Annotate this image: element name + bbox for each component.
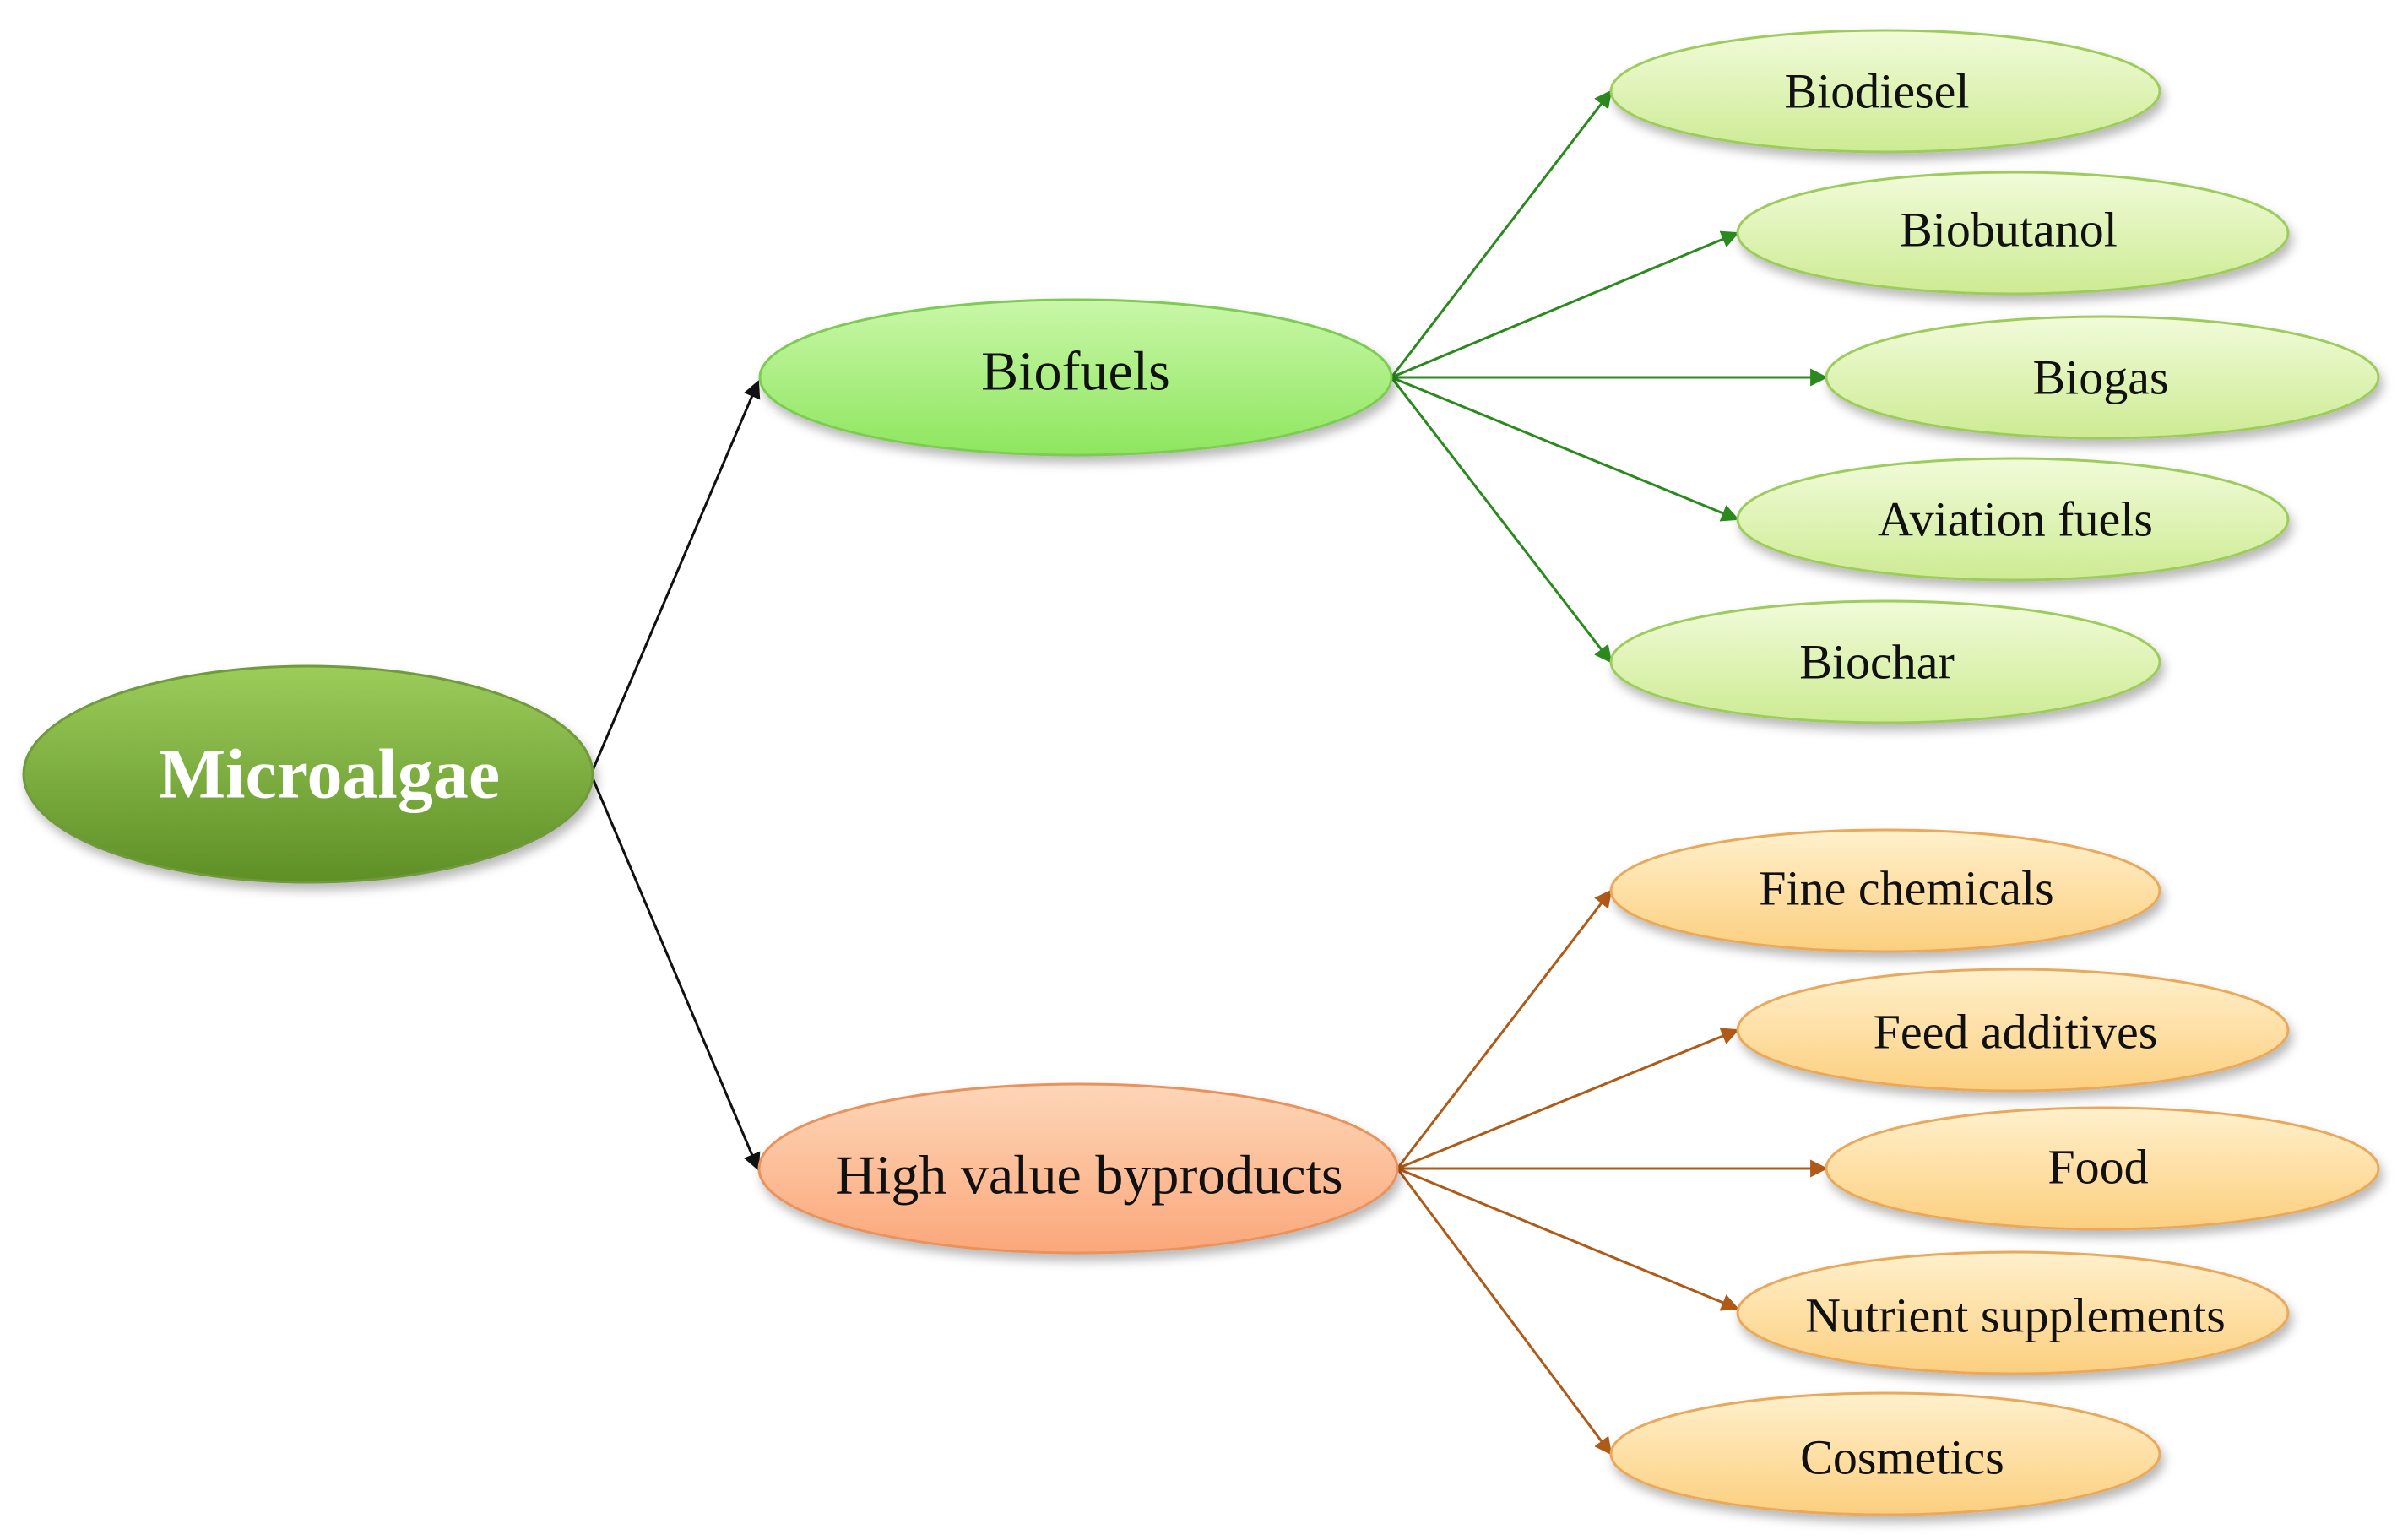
root-label: Microalgae xyxy=(159,735,500,814)
leaf-label: Fine chemicals xyxy=(1759,861,2054,916)
leaf-ellipse xyxy=(1736,968,2290,1093)
leaf-label: Cosmetics xyxy=(1800,1430,2004,1485)
edge-biofuels-leaf-0 xyxy=(1390,89,1613,378)
byproducts-ellipse xyxy=(757,1082,1399,1255)
edge-byproducts-leaf-0 xyxy=(1396,889,1613,1169)
edge-byproducts-leaf-1 xyxy=(1396,1028,1739,1170)
edge-biofuels-leaf-1 xyxy=(1391,230,1739,379)
root-ellipse xyxy=(22,664,594,884)
leaf-label: Biogas xyxy=(2032,350,2168,405)
branch-byproducts: High value byproducts xyxy=(757,1082,1399,1255)
leaf-nutrient-supplements: Nutrient supplements xyxy=(1736,1250,2290,1375)
leaf-ellipse xyxy=(1825,1106,2380,1231)
biofuels-label: Biofuels xyxy=(981,341,1170,403)
leaf-label: Food xyxy=(2047,1140,2148,1195)
edges-layer xyxy=(589,89,1829,1456)
root-node: Microalgae xyxy=(22,664,594,884)
leaf-biogas: Biogas xyxy=(1825,315,2380,440)
leaf-food: Food xyxy=(1825,1106,2380,1231)
branch-biofuels: Biofuels xyxy=(758,298,1393,457)
leaf-feed-additives: Feed additives xyxy=(1736,968,2290,1093)
leaf-aviation-fuels: Aviation fuels xyxy=(1736,457,2290,582)
leaf-label: Nutrient supplements xyxy=(1805,1288,2226,1343)
leaf-label: Biochar xyxy=(1799,635,1955,690)
edge-byproducts-leaf-3 xyxy=(1396,1167,1739,1311)
edge-root-byproducts xyxy=(589,773,761,1171)
leaf-ellipse xyxy=(1609,1391,2161,1516)
leaf-ellipse xyxy=(1736,1250,2290,1375)
byproducts-label: High value byproducts xyxy=(835,1145,1342,1207)
leaf-biochar: Biochar xyxy=(1609,599,2161,724)
leaf-label: Aviation fuels xyxy=(1878,492,2153,547)
leaf-ellipse xyxy=(1609,599,2161,724)
leaf-ellipse xyxy=(1825,315,2380,440)
leaf-label: Biodiesel xyxy=(1784,64,1969,119)
leaf-fine-chemicals: Fine chemicals xyxy=(1609,828,2161,953)
leaf-cosmetics: Cosmetics xyxy=(1609,1391,2161,1516)
edge-root-biofuels xyxy=(589,380,761,775)
leaf-biobutanol: Biobutanol xyxy=(1736,171,2290,296)
edge-biofuels-leaf-4 xyxy=(1390,377,1613,664)
leaf-ellipse xyxy=(1609,828,2161,953)
leaf-ellipse xyxy=(1609,29,2161,154)
leaf-label: Biobutanol xyxy=(1900,203,2118,258)
leaf-ellipse xyxy=(1736,171,2290,296)
edge-byproducts-leaf-4 xyxy=(1396,1168,1613,1456)
leaf-label: Feed additives xyxy=(1874,1005,2158,1060)
biofuels-ellipse xyxy=(758,298,1393,457)
leaf-biodiesel: Biodiesel xyxy=(1609,29,2161,154)
leaf-ellipse xyxy=(1736,457,2290,582)
edge-biofuels-leaf-3 xyxy=(1391,376,1739,522)
